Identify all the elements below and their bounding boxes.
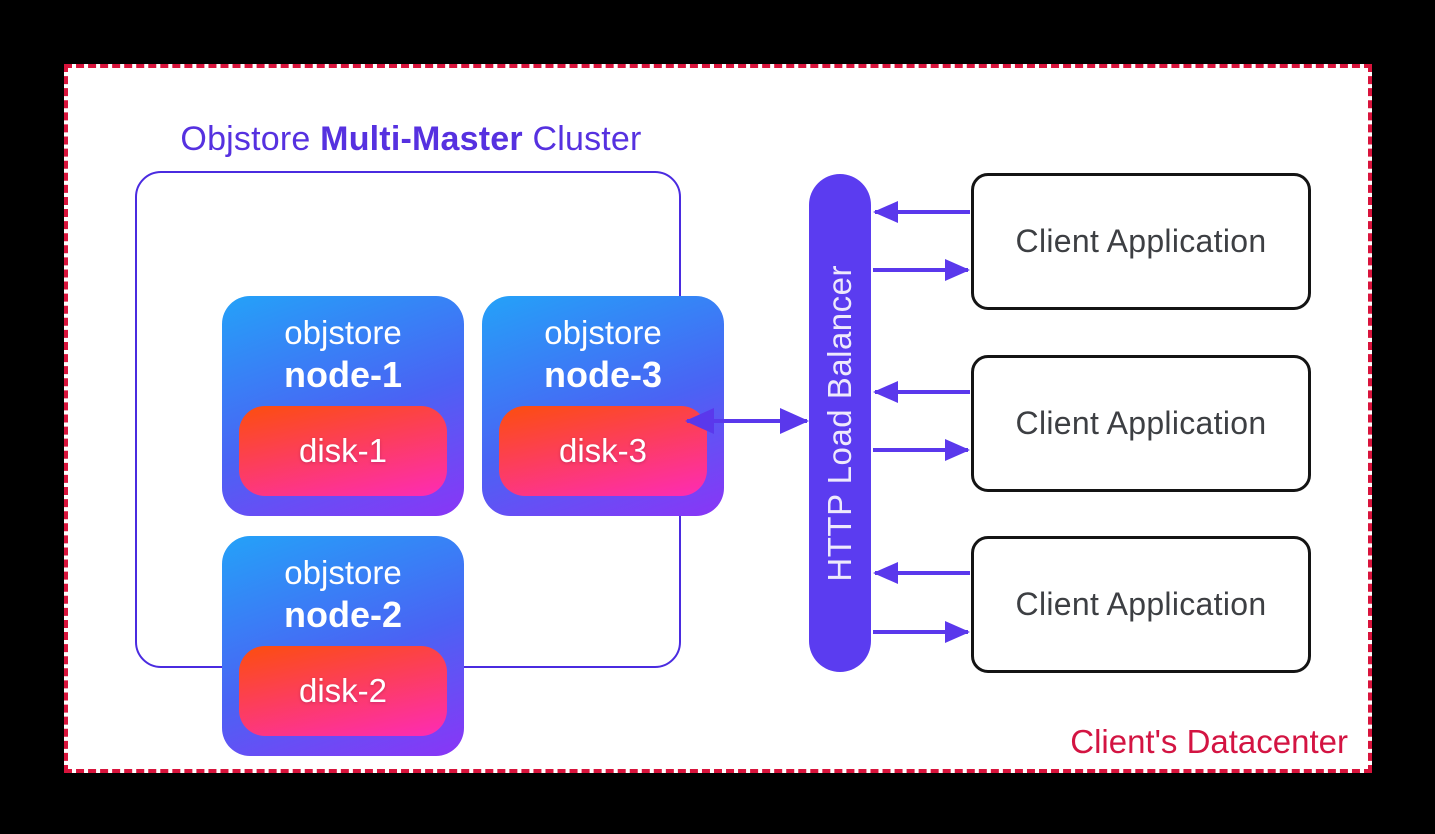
disk-box-1: disk-1 [239,406,447,496]
disk-label: disk-2 [298,672,388,709]
client-application-box-1: Client Application [971,173,1311,310]
datacenter-label: Client's Datacenter [1070,723,1348,760]
datacenter-boundary: Objstore Multi-Master Cluster objstore n… [64,64,1372,773]
arrow-shaft [873,630,968,634]
arrow-head-right-icon [945,439,970,461]
node-box-3: objstore node-3 disk-3 [482,296,724,516]
node-box-1: objstore node-1 disk-1 [222,296,464,516]
client-application-label: Client Application [1015,405,1267,441]
arrow-client-2-to-lb-icon [873,381,972,403]
arrow-head-right-icon [945,259,970,281]
title-bold: Multi-Master [320,120,523,158]
title-prefix: Objstore [180,120,321,158]
client-application-box-3: Client Application [971,536,1311,673]
arrow-shaft [875,390,970,394]
arrow-shaft [875,210,970,214]
node-role-label: objstore [544,314,662,351]
arrow-client-1-to-lb-icon [873,201,972,223]
node-box-2: objstore node-2 disk-2 [222,536,464,756]
arrow-shaft [873,268,968,272]
arrow-lb-to-client-3-icon [871,621,970,643]
arrow-shaft [687,419,807,423]
disk-box-2: disk-2 [239,646,447,736]
cluster-box: objstore node-1 disk-1 objstore node-3 d… [135,171,724,756]
arrow-head-right-icon [780,408,809,434]
node-role-label: objstore [284,314,402,351]
node-name-label: node-2 [283,594,402,635]
disk-label: disk-1 [298,432,388,469]
client-application-box-2: Client Application [971,355,1311,492]
load-balancer-label: HTTP Load Balancer [821,264,858,582]
disk-label: disk-3 [558,432,648,469]
disk-box-3: disk-3 [499,406,707,496]
arrow-shaft [875,571,970,575]
node-role-label: objstore [284,554,402,591]
diagram-title: Objstore Multi-Master Cluster [136,120,686,159]
arrow-client-3-to-lb-icon [873,562,972,584]
node-name-label: node-1 [283,354,402,395]
load-balancer: HTTP Load Balancer [809,174,871,672]
node-name-label: node-3 [543,354,662,395]
arrow-shaft [873,448,968,452]
arrow-cluster-lb-bidirectional-icon [685,407,809,435]
title-suffix: Cluster [522,120,642,158]
client-application-label: Client Application [1015,586,1267,622]
client-application-label: Client Application [1015,223,1267,259]
arrow-lb-to-client-2-icon [871,439,970,461]
arrow-head-right-icon [945,621,970,643]
arrow-lb-to-client-1-icon [871,259,970,281]
